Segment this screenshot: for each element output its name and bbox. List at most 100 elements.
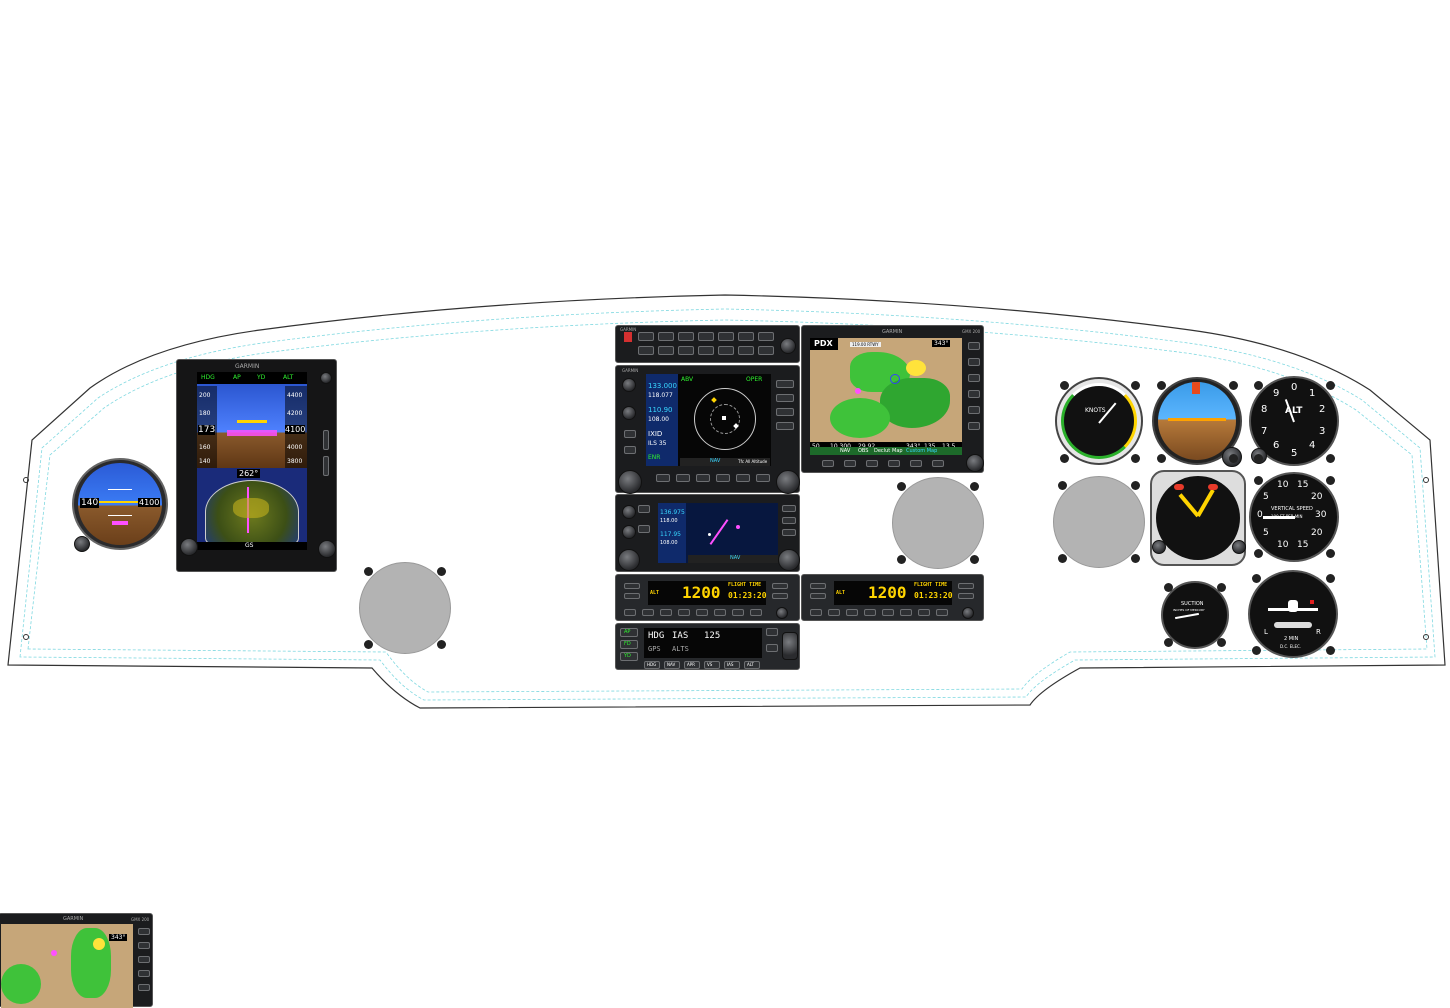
gns430-right-knob[interactable] [776, 470, 800, 494]
transponder-1-button[interactable] [624, 583, 640, 589]
autopilot-yd-button[interactable]: YD [620, 652, 638, 661]
autopilot-side-button[interactable] [766, 628, 778, 636]
transponder-1-button[interactable] [772, 583, 788, 589]
pfd-knob-bottom[interactable] [318, 540, 336, 558]
mfd-side-button[interactable] [968, 358, 980, 366]
mfd-bottom-button[interactable] [888, 460, 900, 467]
gns430-nav-volume[interactable] [622, 406, 636, 420]
transponder-2-digit-key[interactable] [846, 609, 858, 616]
gns430-bottom-button[interactable] [736, 474, 750, 482]
thumbnail-side-button[interactable] [138, 956, 150, 963]
mfd-thumbnail[interactable]: GARMIN GMX 200 343° [0, 913, 153, 1008]
mfd-softkey[interactable]: NAV [840, 448, 851, 454]
clock-knob-right[interactable] [1232, 540, 1246, 554]
gns430-bottom-button[interactable] [676, 474, 690, 482]
audio-button[interactable] [758, 346, 774, 355]
transponder-2-button[interactable] [810, 593, 826, 599]
audio-volume-knob[interactable] [780, 338, 796, 354]
thumbnail-side-button[interactable] [138, 970, 150, 977]
audio-button[interactable] [718, 346, 734, 355]
gns430-nav-softkey[interactable]: NAV [710, 458, 721, 464]
thumbnail-side-button[interactable] [138, 928, 150, 935]
audio-button[interactable] [738, 332, 754, 341]
gns430-side-button[interactable] [776, 422, 794, 430]
clock-knob-left[interactable] [1152, 540, 1166, 554]
transponder-1-digit-key[interactable] [624, 609, 636, 616]
pfd-tab-ap[interactable]: AP [233, 374, 241, 381]
gns530-side-button[interactable] [782, 529, 796, 536]
audio-button[interactable] [758, 332, 774, 341]
thumbnail-side-button[interactable] [138, 942, 150, 949]
audio-button[interactable] [658, 346, 674, 355]
gns430-bottom-button[interactable] [656, 474, 670, 482]
autopilot-hdg-button[interactable]: HDG [644, 661, 660, 669]
gns430-nav-flip[interactable] [624, 446, 636, 454]
standby-knob[interactable] [74, 536, 90, 552]
transponder-1-digit-key[interactable] [732, 609, 744, 616]
mfd-side-button[interactable] [968, 390, 980, 398]
audio-button[interactable] [678, 332, 694, 341]
transponder-2-digit-key[interactable] [882, 609, 894, 616]
gns530-flip-button[interactable] [638, 525, 650, 533]
gns430-bottom-button[interactable] [716, 474, 730, 482]
gns530-right-knob[interactable] [778, 549, 800, 571]
transponder-2-button[interactable] [958, 583, 974, 589]
autopilot-nav-button[interactable]: NAV [664, 661, 680, 669]
mfd-side-button[interactable] [968, 406, 980, 414]
audio-button[interactable] [738, 346, 754, 355]
audio-button[interactable] [718, 332, 734, 341]
autopilot-ap-button[interactable]: AP [620, 628, 638, 637]
audio-button[interactable] [698, 346, 714, 355]
mfd-softkey[interactable]: Declut [874, 448, 891, 454]
mfd-bottom-button[interactable] [910, 460, 922, 467]
gns430-enr-softkey[interactable]: ENR [648, 454, 661, 461]
audio-button[interactable] [698, 332, 714, 341]
autopilot-alt-button[interactable]: ALT [744, 661, 760, 669]
audio-button[interactable] [638, 346, 654, 355]
pfd-tab-alt[interactable]: ALT [283, 374, 294, 381]
pfd-power-button[interactable] [320, 372, 332, 384]
mfd-softkey[interactable]: Map [892, 448, 903, 454]
thumbnail-side-button[interactable] [138, 984, 150, 991]
gns530-left-knob[interactable] [618, 549, 640, 571]
autopilot-apr-button[interactable]: APR [684, 661, 700, 669]
pfd-side-button[interactable] [323, 456, 329, 476]
autopilot-vs-button[interactable]: VS [704, 661, 720, 669]
autopilot-fd-button[interactable]: FD [620, 640, 638, 649]
autopilot-knob[interactable] [782, 632, 798, 660]
audio-button[interactable] [638, 332, 654, 341]
gns430-bottom-button[interactable] [756, 474, 770, 482]
transponder-2-knob[interactable] [962, 607, 974, 619]
transponder-1-knob[interactable] [776, 607, 788, 619]
autopilot-side-button[interactable] [766, 644, 778, 652]
transponder-2-digit-key[interactable] [936, 609, 948, 616]
mfd-side-button[interactable] [968, 374, 980, 382]
transponder-1-digit-key[interactable] [696, 609, 708, 616]
mfd-side-button[interactable] [968, 342, 980, 350]
audio-button[interactable] [678, 346, 694, 355]
gns530-side-button[interactable] [782, 517, 796, 524]
transponder-2-digit-key[interactable] [810, 609, 822, 616]
gns430-com-flip[interactable] [624, 430, 636, 438]
pfd-tab-yd[interactable]: YD [257, 374, 266, 381]
gns430-com-volume[interactable] [622, 378, 636, 392]
transponder-2-digit-key[interactable] [864, 609, 876, 616]
transponder-2-digit-key[interactable] [900, 609, 912, 616]
transponder-2-digit-key[interactable] [828, 609, 840, 616]
gns530-nav-softkey[interactable]: NAV [730, 555, 741, 561]
transponder-2-button[interactable] [810, 583, 826, 589]
gns430-bottom-button[interactable] [696, 474, 710, 482]
mfd-softkey[interactable]: OBS [858, 448, 869, 454]
transponder-2-button[interactable] [958, 593, 974, 599]
pfd-side-button[interactable] [323, 430, 329, 450]
mfd-bottom-button[interactable] [822, 460, 834, 467]
transponder-1-digit-key[interactable] [642, 609, 654, 616]
mfd-knob[interactable] [966, 454, 984, 472]
gns530-flip-button[interactable] [638, 505, 650, 513]
transponder-2-digit-key[interactable] [918, 609, 930, 616]
gns430-side-button[interactable] [776, 394, 794, 402]
transponder-1-digit-key[interactable] [678, 609, 690, 616]
transponder-1-digit-key[interactable] [660, 609, 672, 616]
transponder-1-digit-key[interactable] [714, 609, 726, 616]
gns530-side-button[interactable] [782, 505, 796, 512]
